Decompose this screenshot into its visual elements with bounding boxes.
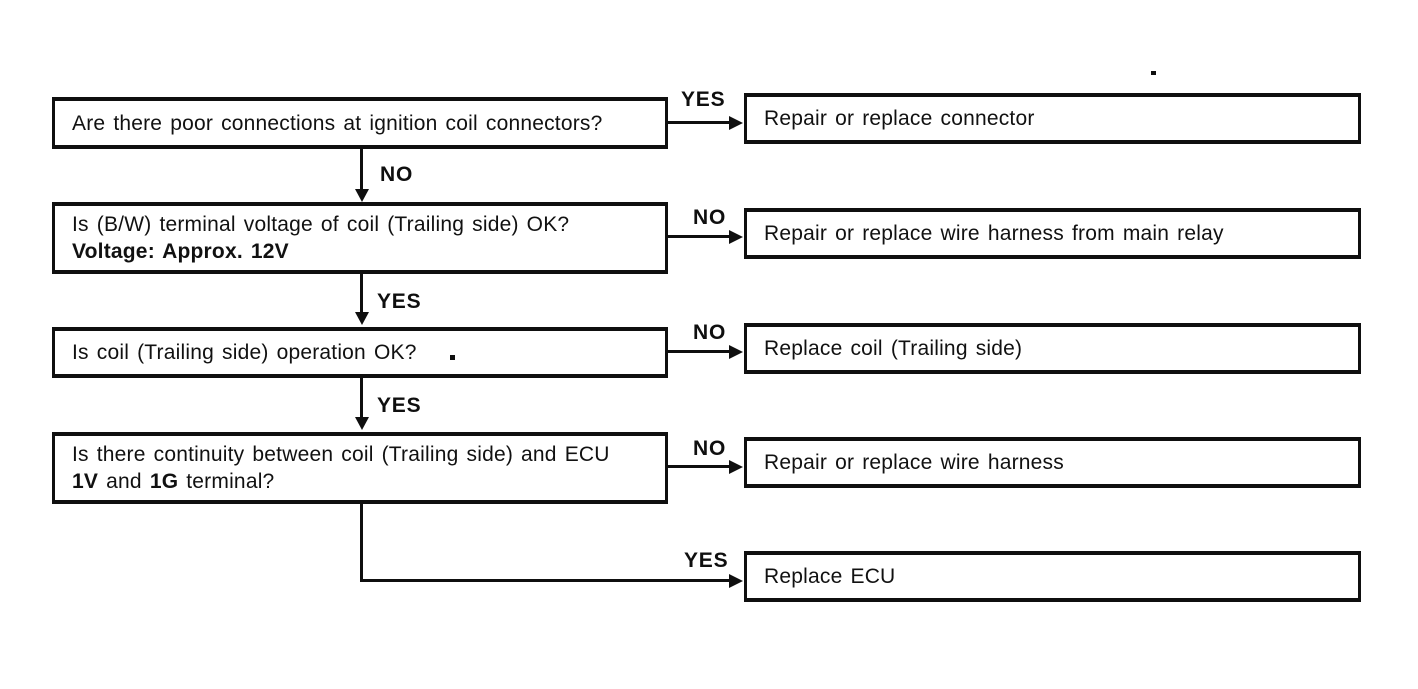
branch-label-q1-no: NO	[380, 163, 414, 186]
question-box-1: Are there poor connections at ignition c…	[52, 97, 668, 149]
arrow-elbow-q4-a5-vertical	[360, 504, 363, 582]
branch-label-q1-yes: YES	[681, 88, 726, 111]
branch-label-q3-no: NO	[693, 321, 727, 344]
question-box-2: Is (B/W) terminal voltage of coil (Trail…	[52, 202, 668, 274]
question-2-line2: Voltage: Approx. 12V	[72, 240, 289, 263]
question-4-line1: Is there continuity between coil (Traili…	[72, 443, 610, 466]
arrow-line-q2-q3	[360, 274, 363, 314]
arrowhead-right-icon	[729, 460, 743, 474]
arrow-line-q4-a4	[668, 465, 731, 468]
arrowhead-down-icon	[355, 312, 369, 325]
branch-label-q2-yes: YES	[377, 290, 422, 313]
action-box-1: Repair or replace connector	[744, 93, 1361, 144]
action-1-text: Repair or replace connector	[764, 107, 1035, 130]
action-2-text: Repair or replace wire harness from main…	[764, 222, 1224, 245]
action-5-text: Replace ECU	[764, 565, 896, 588]
action-4-text: Repair or replace wire harness	[764, 451, 1064, 474]
question-box-3: Is coil (Trailing side) operation OK?	[52, 327, 668, 378]
question-3-text: Is coil (Trailing side) operation OK?	[72, 341, 417, 364]
arrowhead-right-icon	[729, 230, 743, 244]
action-box-3: Replace coil (Trailing side)	[744, 323, 1361, 374]
arrow-line-q1-q2	[360, 149, 363, 191]
arrow-line-q1-a1	[668, 121, 731, 124]
branch-label-q4-yes: YES	[684, 549, 729, 572]
scan-speck	[450, 355, 455, 360]
question-1-text: Are there poor connections at ignition c…	[72, 111, 603, 135]
action-box-5: Replace ECU	[744, 551, 1361, 602]
branch-label-q2-no: NO	[693, 206, 727, 229]
arrowhead-down-icon	[355, 189, 369, 202]
arrowhead-right-icon	[729, 345, 743, 359]
question-2-line1: Is (B/W) terminal voltage of coil (Trail…	[72, 213, 570, 236]
arrowhead-down-icon	[355, 417, 369, 430]
question-4-line2: 1V and 1G terminal?	[72, 470, 275, 493]
action-box-2: Repair or replace wire harness from main…	[744, 208, 1361, 259]
branch-label-q3-yes: YES	[377, 394, 422, 417]
action-box-4: Repair or replace wire harness	[744, 437, 1361, 488]
arrow-line-q2-a2	[668, 235, 731, 238]
arrow-line-q3-q4	[360, 378, 363, 419]
arrow-line-q3-a3	[668, 350, 731, 353]
scan-speck	[1151, 71, 1156, 75]
arrowhead-right-icon	[729, 574, 743, 588]
action-3-text: Replace coil (Trailing side)	[764, 337, 1023, 360]
branch-label-q4-no: NO	[693, 437, 727, 460]
arrow-elbow-q4-a5-horizontal	[360, 579, 731, 582]
question-box-4: Is there continuity between coil (Traili…	[52, 432, 668, 504]
arrowhead-right-icon	[729, 116, 743, 130]
